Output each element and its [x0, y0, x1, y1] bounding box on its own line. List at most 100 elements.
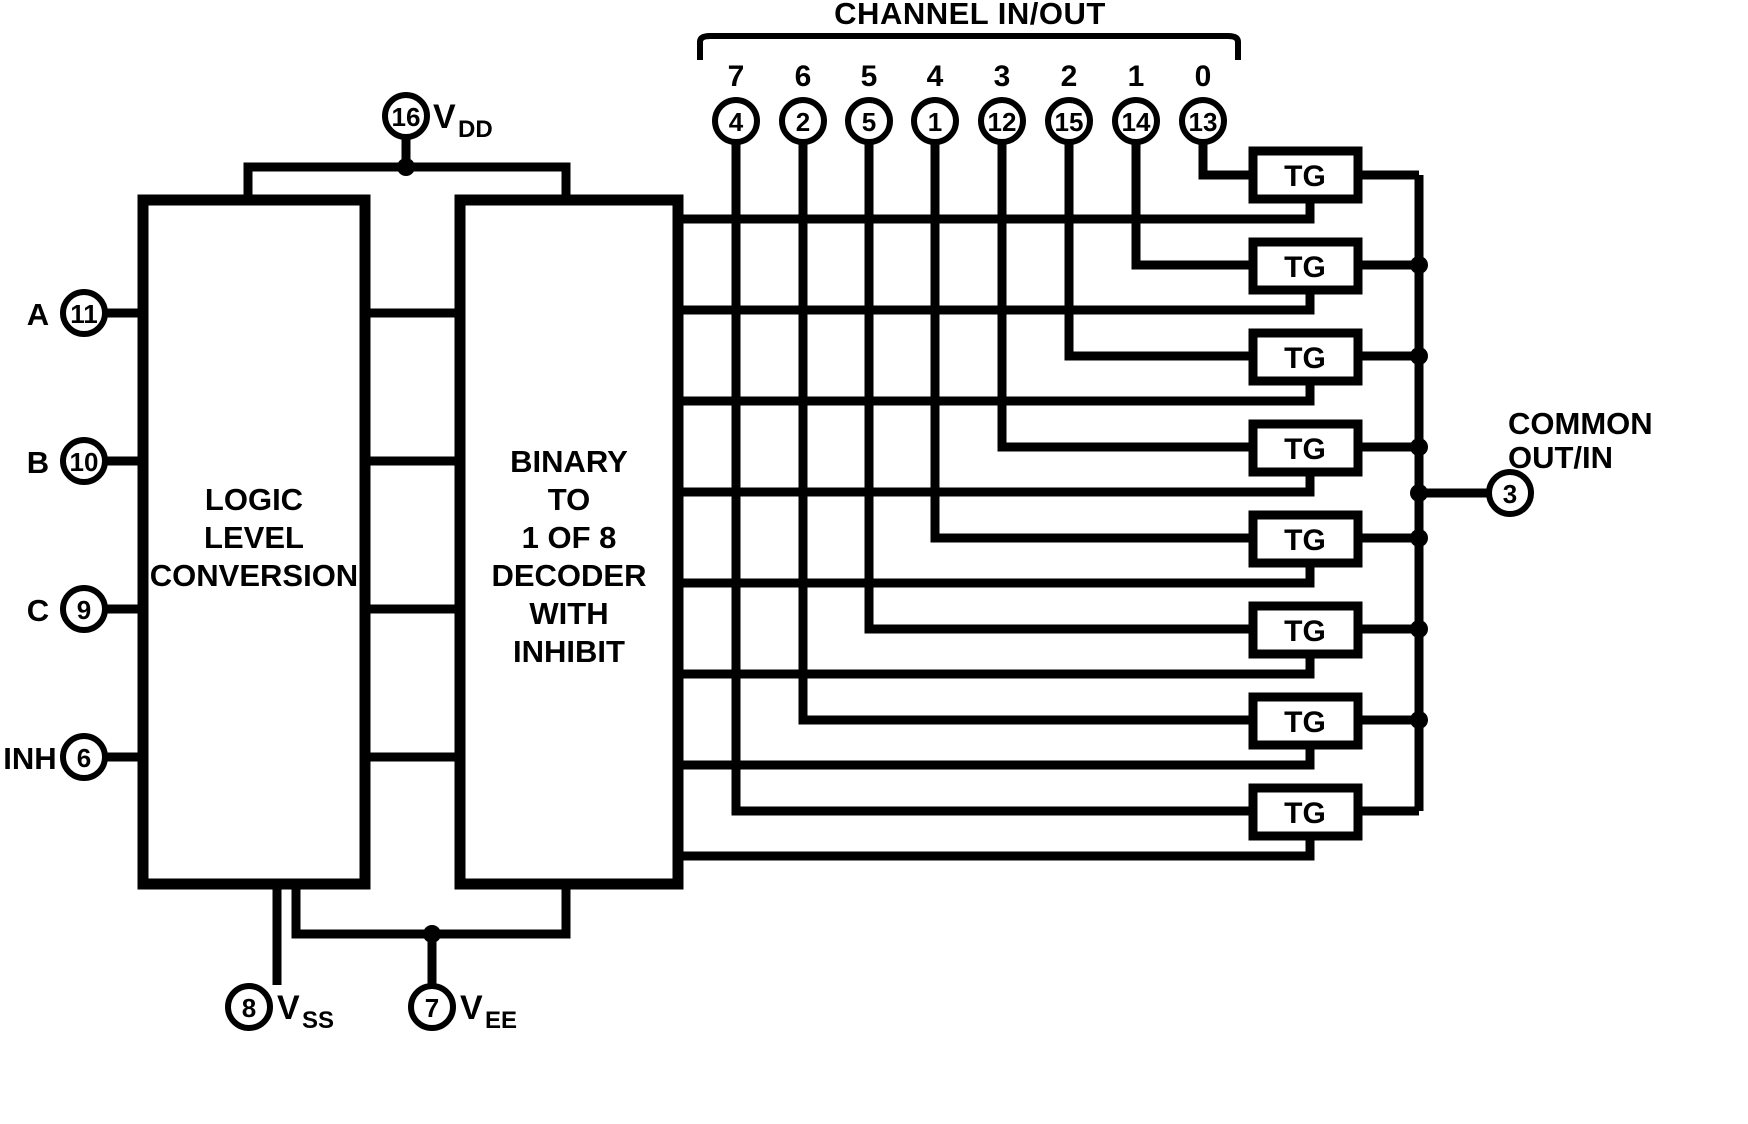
- input-a-pin-number: 11: [70, 299, 98, 329]
- tg-label-6: TG: [1284, 706, 1326, 739]
- pin-vss-number: 8: [242, 993, 256, 1023]
- channel-pin-number-7: 4: [729, 107, 744, 137]
- tg-label-1: TG: [1284, 251, 1326, 284]
- pin-vee: 7 V EE: [408, 983, 517, 1034]
- input-pin-inh: INH 6: [3, 733, 143, 781]
- channel-pin-number-1: 14: [1122, 107, 1151, 137]
- channel-number-3: 3: [994, 60, 1011, 93]
- input-pin-a: A 11: [27, 289, 143, 337]
- channel-pin-number-5: 5: [862, 107, 876, 137]
- decoder-block-line-5: INHIBIT: [513, 634, 625, 669]
- channel-pin-0: 0 13: [1179, 60, 1227, 145]
- channel-number-0: 0: [1195, 60, 1212, 93]
- binary-decoder-block: BINARY TO 1 OF 8 DECODER WITH INHIBIT: [454, 194, 684, 890]
- decoder-block-line-2: 1 OF 8: [522, 520, 617, 555]
- channel-title-group: CHANNEL IN/OUT: [697, 0, 1241, 60]
- pin-vee-number: 7: [425, 993, 439, 1023]
- pin-vdd-number: 16: [392, 102, 421, 132]
- pin-vss-label: V: [277, 989, 300, 1027]
- vss-vee-rails: [272, 884, 571, 985]
- decoder-control-wire-1: [678, 290, 1315, 315]
- channel-number-1: 1: [1128, 60, 1145, 93]
- channel-pin-4: 4 1: [911, 60, 959, 145]
- input-b-label: B: [27, 445, 49, 480]
- channel-pin-5: 5 5: [845, 60, 893, 145]
- decoder-control-wire-6: [678, 745, 1315, 770]
- channel-number-6: 6: [795, 60, 812, 93]
- transmission-gate-3: TG: [1248, 419, 1419, 477]
- pin-vee-label: V: [460, 989, 483, 1027]
- common-bus: [1410, 175, 1489, 811]
- tg-label-3: TG: [1284, 433, 1326, 466]
- decoder-control-wire-0: [678, 199, 1315, 224]
- input-inh-label: INH: [3, 741, 56, 776]
- channel-pin-2: 2 15: [1045, 60, 1093, 145]
- tg-label-7: TG: [1284, 797, 1326, 830]
- input-a-label: A: [27, 297, 49, 332]
- channel-wire-2: [1064, 142, 1253, 361]
- channel-pin-number-0: 13: [1189, 107, 1218, 137]
- channel-pin-number-4: 1: [928, 107, 942, 137]
- transmission-gate-4: TG: [1248, 510, 1419, 568]
- channel-number-4: 4: [927, 60, 944, 93]
- channel-wire-6: [798, 142, 1253, 725]
- decoder-block-line-4: WITH: [529, 596, 608, 631]
- channel-pin-number-3: 12: [988, 107, 1017, 137]
- pin-vdd-sublabel: DD: [458, 116, 493, 143]
- channel-wire-4: [930, 142, 1253, 543]
- decoder-control-wire-5: [678, 654, 1315, 679]
- common-pin-number: 3: [1503, 479, 1517, 509]
- tg-label-0: TG: [1284, 160, 1326, 193]
- logic-block-line-1: LEVEL: [204, 520, 304, 555]
- decoder-control-wire-7: [678, 836, 1315, 861]
- channel-pin-1: 1 14: [1112, 60, 1160, 145]
- transmission-gate-2: TG: [1248, 328, 1419, 386]
- common-out-in-pin: 3 COMMON OUT/IN: [1486, 406, 1653, 517]
- transmission-gate-6: TG: [1248, 692, 1419, 750]
- logic-block-line-0: LOGIC: [205, 482, 303, 517]
- input-inh-pin-number: 6: [77, 743, 91, 773]
- decoder-control-wire-4: [678, 563, 1315, 588]
- pin-vdd: 16 V DD: [382, 92, 493, 143]
- logic-level-conversion-block: LOGIC LEVEL CONVERSION: [137, 194, 371, 890]
- transmission-gate-1: TG: [1248, 237, 1419, 295]
- common-label-line2: OUT/IN: [1508, 440, 1613, 475]
- channel-pin-7: 7 4: [712, 60, 760, 145]
- transmission-gate-0: TG: [1248, 146, 1419, 204]
- channel-pin-number-2: 15: [1055, 107, 1084, 137]
- input-c-pin-number: 9: [77, 595, 91, 625]
- decoder-block-line-3: DECODER: [491, 558, 646, 593]
- pin-vss: 8 V SS: [225, 983, 334, 1034]
- channel-number-7: 7: [728, 60, 745, 93]
- tg-label-5: TG: [1284, 615, 1326, 648]
- channel-pin-6: 6 2: [779, 60, 827, 145]
- input-pin-b: B 10: [27, 437, 143, 485]
- pin-vee-sublabel: EE: [485, 1007, 517, 1034]
- channel-pin-3: 3 12: [978, 60, 1026, 145]
- channel-title: CHANNEL IN/OUT: [834, 0, 1106, 31]
- transmission-gate-5: TG: [1248, 601, 1419, 659]
- decoder-block-line-1: TO: [548, 482, 591, 517]
- channel-wire-5: [864, 142, 1253, 634]
- vdd-rail: [243, 134, 571, 200]
- channel-number-2: 2: [1061, 60, 1078, 93]
- decoder-control-wire-3: [678, 472, 1315, 497]
- input-c-label: C: [27, 593, 49, 628]
- channel-wire-1: [1131, 142, 1253, 270]
- channel-wire-0: [1198, 142, 1253, 180]
- tg-label-4: TG: [1284, 524, 1326, 557]
- transmission-gate-7: TG: [1248, 783, 1419, 841]
- input-b-pin-number: 10: [70, 447, 99, 477]
- channel-wire-7: [731, 142, 1253, 816]
- channel-number-5: 5: [861, 60, 878, 93]
- decoder-block-line-0: BINARY: [510, 444, 628, 479]
- channel-wire-3: [997, 142, 1253, 452]
- pin-vss-sublabel: SS: [302, 1007, 334, 1034]
- input-pin-c: C 9: [27, 585, 143, 633]
- interblock-wires: [365, 308, 460, 762]
- logic-block-line-2: CONVERSION: [150, 558, 358, 593]
- decoder-control-wire-2: [678, 381, 1315, 406]
- channel-pin-number-6: 2: [796, 107, 810, 137]
